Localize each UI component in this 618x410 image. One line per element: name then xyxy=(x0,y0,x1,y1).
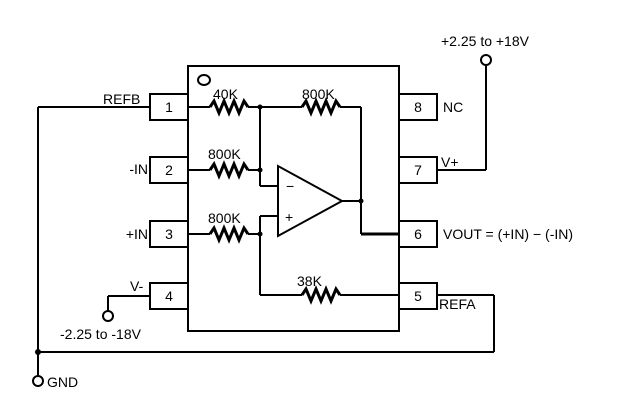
opamp-minus-sign: − xyxy=(286,178,294,194)
pin-5-label: REFA xyxy=(439,296,476,312)
pin-3-label: +IN xyxy=(126,226,148,242)
vminus-terminal xyxy=(102,310,114,322)
resistor-40k-label: 40K xyxy=(213,86,239,102)
ground-label: GND xyxy=(47,374,78,390)
pin-4-label: V- xyxy=(130,278,144,294)
pin-2-number: 2 xyxy=(165,162,173,178)
resistor-38k-label: 38K xyxy=(297,273,323,289)
pin-5-number: 5 xyxy=(414,288,422,304)
positive-supply-label: +2.25 to +18V xyxy=(441,33,530,49)
pin1-orientation-mark xyxy=(197,74,211,86)
pin-3-number: 3 xyxy=(165,226,173,242)
pin-1-label: REFB xyxy=(103,91,140,107)
vplus-terminal xyxy=(480,54,492,66)
pin-8-box xyxy=(398,93,438,121)
pin-7-number: 7 xyxy=(414,162,422,178)
negative-supply-label: -2.25 to -18V xyxy=(60,326,142,342)
pin-7-label: V+ xyxy=(441,154,459,170)
resistor-800k-inverting xyxy=(208,160,250,180)
junction-output xyxy=(358,198,364,204)
pin-1-number: 1 xyxy=(165,99,173,115)
resistor-40k xyxy=(208,97,250,117)
pin-6-label: VOUT = (+IN) − (-IN) xyxy=(443,226,573,242)
pin-2-label: -IN xyxy=(129,161,148,177)
ground-terminal xyxy=(32,375,44,387)
junction-ground xyxy=(35,349,41,355)
resistor-800k-noninverting-label: 800K xyxy=(208,210,241,226)
pin-4-number: 4 xyxy=(165,288,173,304)
pin-7-box xyxy=(398,156,438,184)
pin-6-number: 6 xyxy=(414,226,422,242)
junction-inverting xyxy=(257,167,263,173)
resistor-800k-inverting-label: 800K xyxy=(208,146,241,162)
opamp-triangle xyxy=(277,164,345,238)
resistor-800k-noninverting xyxy=(208,224,250,244)
opamp-plus-sign: + xyxy=(285,209,293,225)
resistor-800k-feedback-label: 800K xyxy=(302,86,335,102)
resistor-38k xyxy=(300,285,342,305)
resistor-800k-feedback xyxy=(300,97,342,117)
pin-8-label: NC xyxy=(443,99,463,115)
pin-8-number: 8 xyxy=(414,99,422,115)
pin-3-box xyxy=(149,220,189,248)
